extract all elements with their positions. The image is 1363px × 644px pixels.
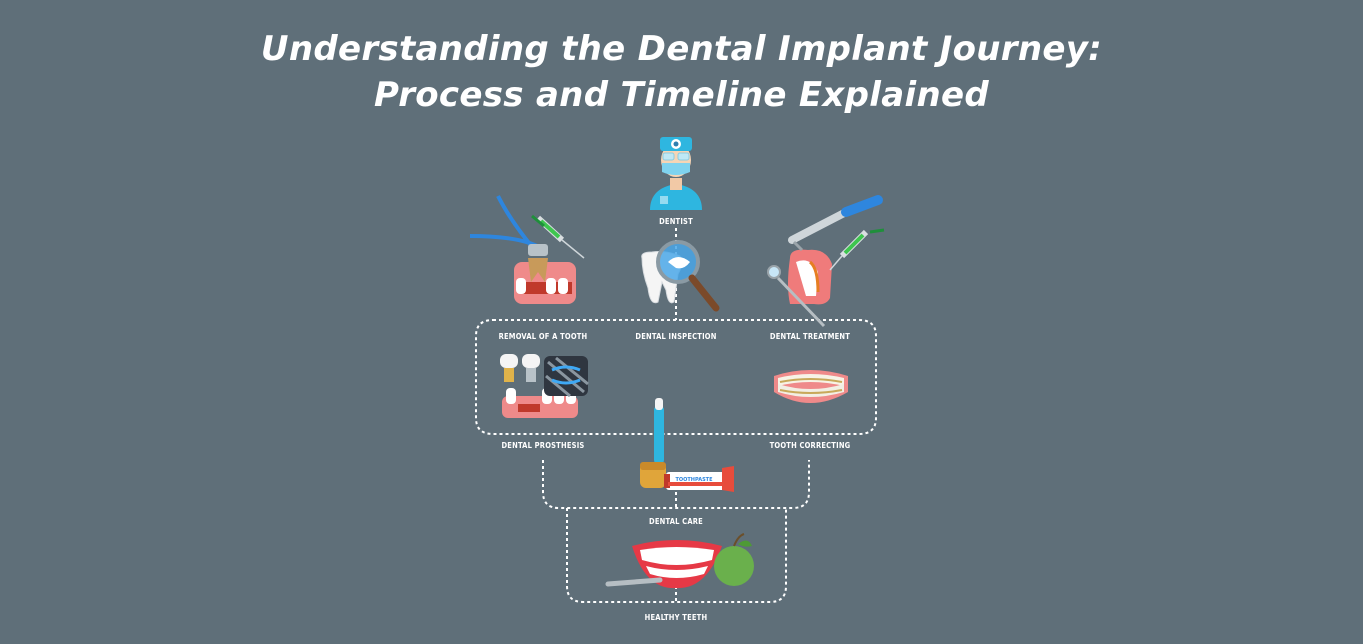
- node-label-treatment: DENTAL TREATMENT: [770, 332, 850, 341]
- page-title-line-1: Understanding the Dental Implant Journey…: [260, 29, 1103, 69]
- node-label-removal: REMOVAL OF A TOOTH: [499, 332, 588, 341]
- node-label-inspection: DENTAL INSPECTION: [635, 332, 716, 341]
- dentist-icon: [650, 137, 702, 210]
- node-label-dentist: DENTIST: [659, 217, 693, 226]
- toothbrush-toothpaste-icon: TOOTHPASTE: [640, 398, 734, 492]
- node-label-prosthesis: DENTAL PROSTHESIS: [502, 441, 585, 450]
- toothpaste-label: TOOTHPASTE: [675, 477, 713, 483]
- magnifier-tooth-icon: [641, 240, 720, 312]
- tooth-extraction-icon: [469, 195, 585, 304]
- page-title-line-2: Process and Timeline Explained: [374, 75, 989, 115]
- drill-tooth-icon: [767, 195, 885, 328]
- node-label-healthy: HEALTHY TEETH: [645, 613, 708, 622]
- node-label-care: DENTAL CARE: [649, 517, 703, 526]
- braces-icon: [774, 370, 848, 403]
- connector-lines: [475, 228, 877, 603]
- node-label-correcting: TOOTH CORRECTING: [770, 441, 851, 450]
- implant-icon: [500, 354, 589, 418]
- smile-apple-icon: [605, 533, 754, 589]
